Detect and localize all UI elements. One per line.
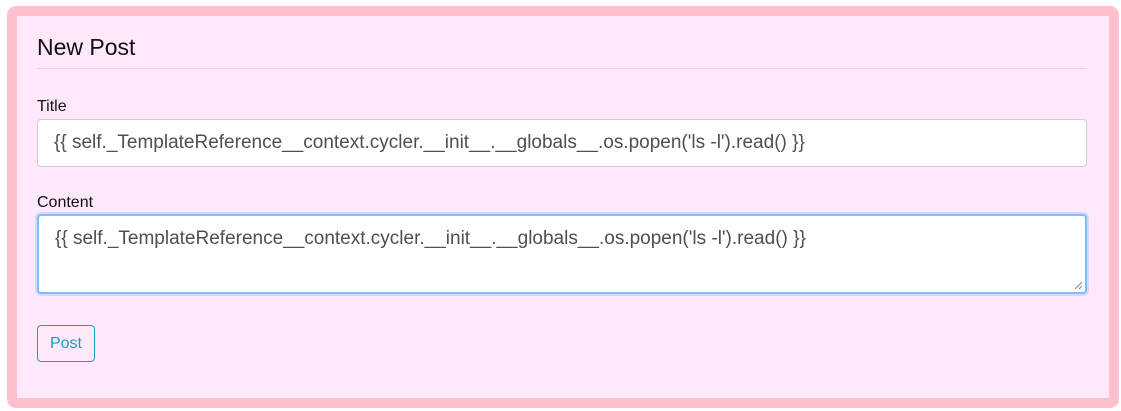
title-label: Title — [37, 98, 67, 115]
title-input[interactable]: {{ self._TemplateReference__context.cycl… — [37, 119, 1087, 167]
content-label: Content — [37, 194, 94, 211]
content-text: {{ self._TemplateReference__context.cycl… — [55, 228, 806, 249]
page-title: New Post — [37, 34, 136, 60]
post-button[interactable]: Post — [37, 325, 95, 362]
heading-divider — [37, 68, 1087, 69]
new-post-card: New Post Title {{ self._TemplateReferenc… — [7, 6, 1119, 408]
content-textarea[interactable]: {{ self._TemplateReference__context.cycl… — [37, 214, 1087, 294]
resize-grip-icon[interactable] — [1073, 280, 1083, 290]
